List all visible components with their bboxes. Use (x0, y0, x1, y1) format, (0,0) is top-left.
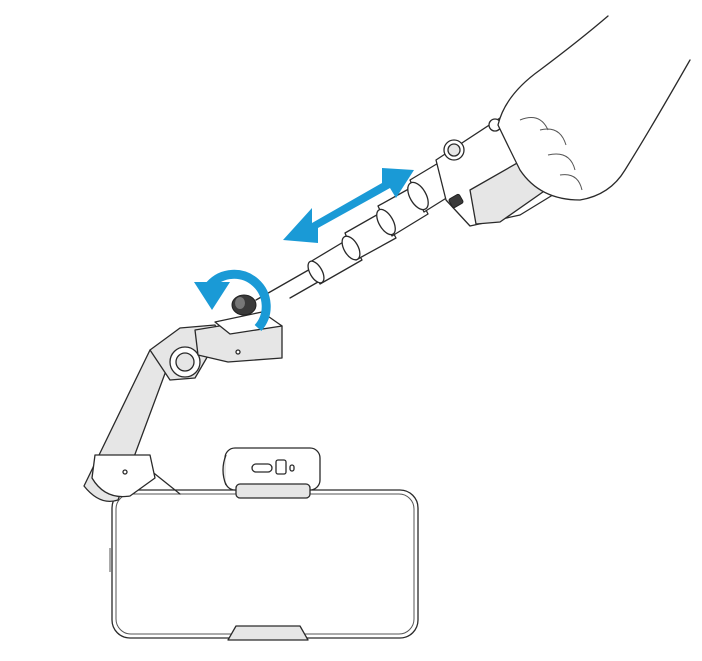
hand (497, 15, 691, 201)
phone (109, 489, 419, 641)
extend-retract-arrow-icon (283, 168, 414, 243)
rotate-arrow-icon (194, 269, 271, 331)
camera-module (222, 447, 321, 499)
rotation-knob (231, 294, 257, 316)
telescopic-rod (255, 161, 457, 301)
